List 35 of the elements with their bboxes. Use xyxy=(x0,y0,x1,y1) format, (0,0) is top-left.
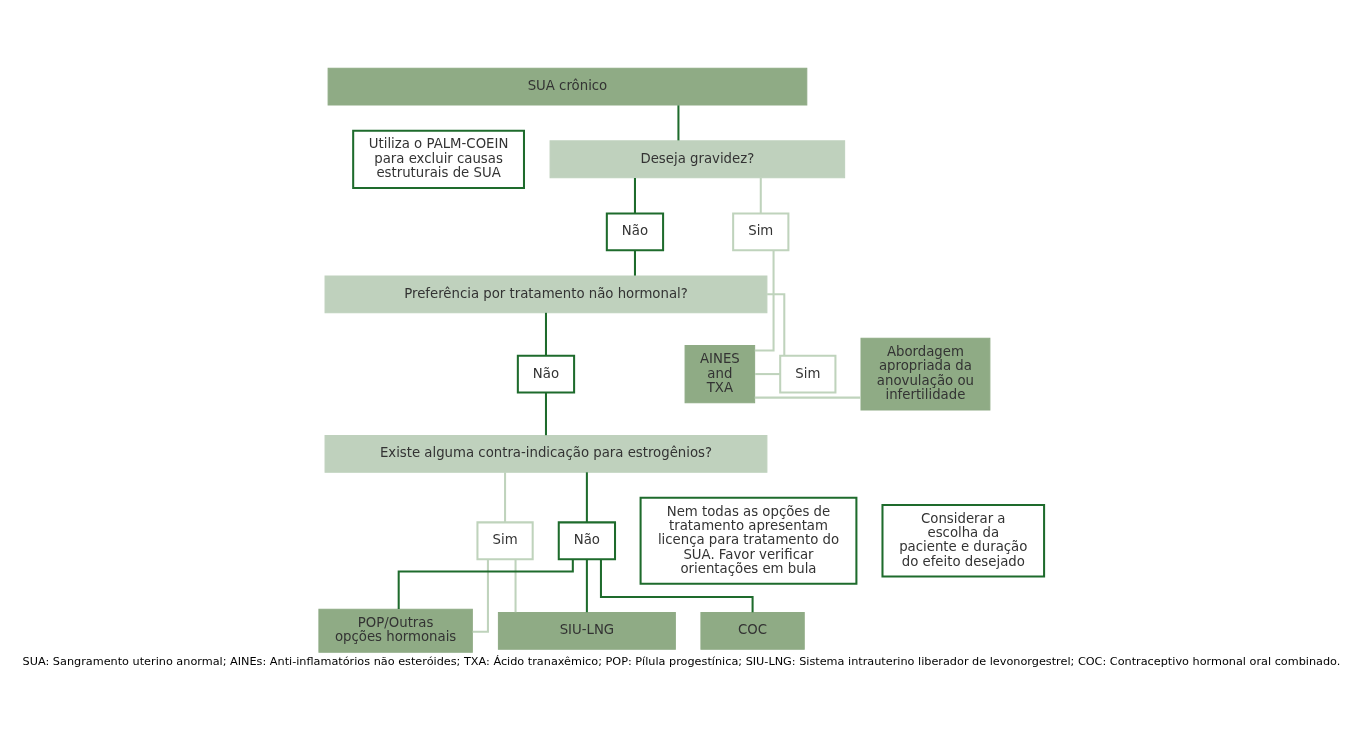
node-box: Sim xyxy=(731,211,789,251)
connector xyxy=(754,396,861,399)
connector xyxy=(585,471,588,522)
connector xyxy=(544,312,547,355)
connector xyxy=(544,392,547,435)
connector xyxy=(514,558,517,612)
connector xyxy=(759,177,762,213)
node-box: POP/Outras opções hormonais xyxy=(317,608,473,653)
node-box: Considerar a escolha da paciente e duração do efeito desejado xyxy=(880,503,1045,578)
node-box: Deseja gravidez? xyxy=(549,139,845,178)
node-box: Preferência por tratamento não hormonal? xyxy=(324,274,767,313)
connector xyxy=(754,372,780,375)
node-box: Utiliza o PALM-COEIN para excluir causas estruturais de SUA xyxy=(351,129,525,189)
node-box: Não xyxy=(605,211,664,251)
connector xyxy=(599,558,754,612)
node-box: AINES and TXA xyxy=(684,344,755,403)
connector xyxy=(766,292,785,356)
node-box: Existe alguma contra-indicação para estrogênios? xyxy=(324,434,767,473)
node-box: Abordagem apropriada da anovulação ou infertilidade xyxy=(860,337,990,410)
connector xyxy=(585,558,588,612)
connector xyxy=(503,471,506,522)
node-box: SUA crônico xyxy=(327,67,807,106)
connector xyxy=(754,249,775,352)
connector xyxy=(397,558,574,609)
caption: SUA: Sangramento uterino anormal; AINEs: Anti-inflamatórios não esteróides; TXA: Ácido tranaxêmico; POP: Pílula progestínica; SIU-LNG: Sistema intrauterino liberador de levonorgestrel; COC: Contraceptivo hormonal oral combinado. xyxy=(22,654,1340,668)
connector xyxy=(676,104,679,140)
node-box: Nem todas as opções de tratamento apresentam licença para tratamento do SUA. Favor verificar orientações em bula xyxy=(639,496,857,585)
connector xyxy=(633,177,636,213)
node-box: Sim xyxy=(475,520,534,560)
node-box: SIU-LNG xyxy=(497,611,676,650)
connector xyxy=(633,250,636,276)
node-box: Sim xyxy=(778,354,836,393)
node-box: COC xyxy=(699,611,805,650)
node-box: Não xyxy=(557,520,616,560)
node-box: Não xyxy=(516,354,575,393)
